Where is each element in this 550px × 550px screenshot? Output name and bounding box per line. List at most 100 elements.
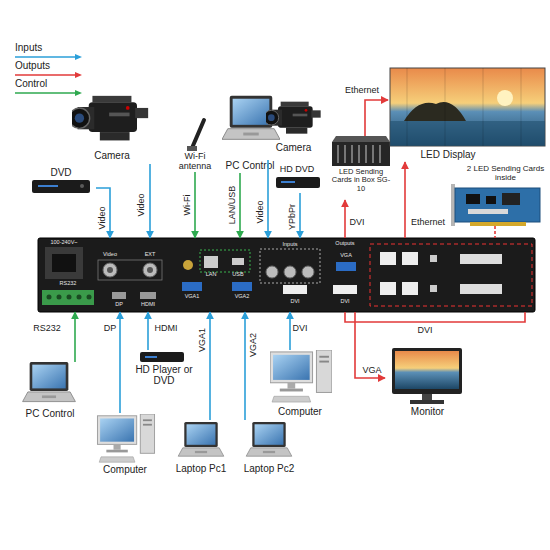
port-label: EXT [145,252,156,258]
sending-box-icon [332,136,390,142]
led-display-icon [521,68,522,146]
port-label: LAN [206,272,217,278]
signal-wire [149,164,151,238]
sending-card-icon [455,188,540,222]
hd-player-icon [140,352,184,362]
processor-unit [200,250,250,272]
node-label: DVD [26,167,96,178]
processor-unit [430,255,437,262]
port-label: Video [103,252,117,258]
camera-icon [69,96,148,141]
processor-node: InputsOutputs [38,238,535,312]
laptop-node: PC Control [10,362,90,420]
processor-unit [47,295,52,300]
processor-unit [204,256,218,268]
node-label: LED Sending Cards in Box SG-10 [328,168,394,193]
legend-line [15,56,76,58]
processor-unit [147,267,153,273]
processor-unit [77,295,82,300]
computer-node: Computer [262,350,338,418]
monitor-node: Monitor [385,345,470,418]
node-label: HD Player or DVD [128,364,200,386]
display-node: LED Display [388,70,545,162]
hd-dvd-icon [276,177,320,188]
processor-unit [98,260,162,280]
port-label: HDMI [141,302,155,308]
sending-card-icon [502,193,520,205]
led-display-icon [390,121,545,146]
wire-label: VGA [362,366,381,375]
sending-box-icon [372,145,374,163]
sending-box-icon [332,142,390,166]
wire-label: Ethernet [345,86,379,95]
processor-unit [107,267,113,273]
port-label: VGA2 [235,294,250,300]
led-display-icon [390,68,545,146]
sending-card-icon [470,222,526,226]
port-label: DVI [340,299,349,305]
dvd-icon [32,180,90,193]
signal-wire [239,173,241,238]
hd-dvd-icon [281,181,295,183]
monitor-icon [422,394,432,400]
antenna-icon [187,146,197,151]
processor-unit [302,266,314,278]
camera-icon [264,102,321,134]
processor-unit [460,254,502,264]
sending-box-icon [365,145,367,163]
sending-card-icon [451,184,540,226]
legend-text: Control [15,78,47,89]
processor-unit [284,266,296,278]
dvd-node: DVD [26,165,96,205]
signal-wire [147,312,149,350]
port-label: 100-240V~ [50,240,77,246]
sending-box-node: LED Sending Cards in Box SG-10 [328,136,394,200]
processor-unit [260,249,320,283]
node-label: HD DVD [268,164,326,174]
processor-unit [87,295,92,300]
wire-label: VGA2 [249,333,258,357]
node-label: PC Control [214,160,286,171]
processor-unit [57,295,62,300]
led-display-icon [407,68,408,146]
wire-label: YPbPr [288,204,297,230]
wire-label: Video [256,201,265,224]
wire-label: DVI [292,324,307,333]
laptop-node: Laptop Pc2 [238,420,300,475]
signal-wire [299,193,301,238]
processor-unit [45,247,83,279]
legend-line [15,74,76,76]
processor-unit [370,244,532,306]
laptop-icon [246,422,292,456]
node-label: LED Display [408,149,488,160]
signal-wire [244,312,246,420]
processor-unit [460,284,502,294]
signal-wire [119,312,121,413]
port-label: DVI [417,326,432,335]
legend-arrowhead [75,90,82,96]
processor-unit [232,282,252,291]
camera-node: Camera [262,98,325,160]
wire-label: Video [98,207,107,230]
wire-label: Ethernet [411,218,445,227]
processor-unit [38,238,535,312]
processor-unit [266,266,278,278]
processor-unit [232,258,244,265]
legend-arrowhead [75,72,82,78]
node-label: Camera [262,142,325,153]
legend-samples [15,54,82,96]
hd-player-icon [145,356,157,358]
sending-box-icon [351,145,353,163]
signal-wire [289,312,291,350]
sending-box-icon [344,145,346,163]
sending-card-icon [466,194,480,204]
processor-unit [430,285,437,292]
computer-icon [97,414,154,462]
wire-label: LAN/USB [228,186,237,225]
wire-label: Wi-Fi [183,195,192,216]
wire-label: RS232 [33,324,61,333]
laptop-node: PC Control [214,88,286,173]
processor-unit [38,238,535,312]
signal-wire [494,226,496,238]
